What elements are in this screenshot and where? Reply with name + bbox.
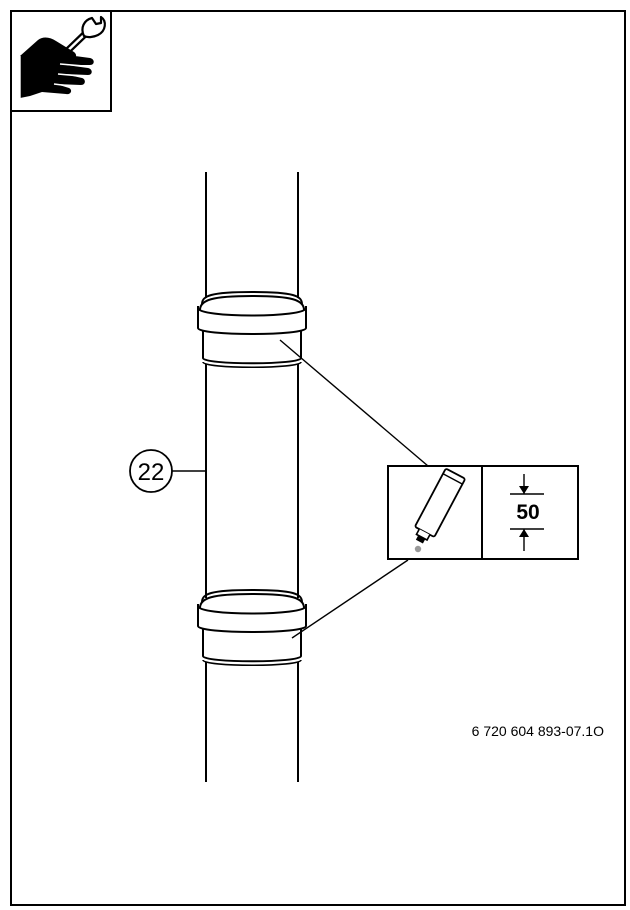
page-frame bbox=[10, 10, 626, 906]
insertion-depth-icon bbox=[510, 474, 544, 551]
upper-pipe-sleeve bbox=[197, 290, 307, 369]
callout-22: 22 bbox=[129, 449, 173, 493]
header-icon-box bbox=[10, 10, 112, 112]
lower-pipe-sleeve bbox=[197, 588, 307, 667]
flue-pipe bbox=[205, 172, 299, 782]
detail-box: 50 bbox=[387, 465, 579, 560]
leader-lines bbox=[172, 339, 429, 639]
lubricant-tube-icon bbox=[414, 468, 466, 553]
insertion-depth-value: 50 bbox=[516, 501, 539, 524]
hand-wrench-icon bbox=[19, 15, 106, 98]
figure-reference: 6 720 604 893-07.1O bbox=[472, 723, 604, 739]
callout-number: 22 bbox=[138, 459, 165, 486]
